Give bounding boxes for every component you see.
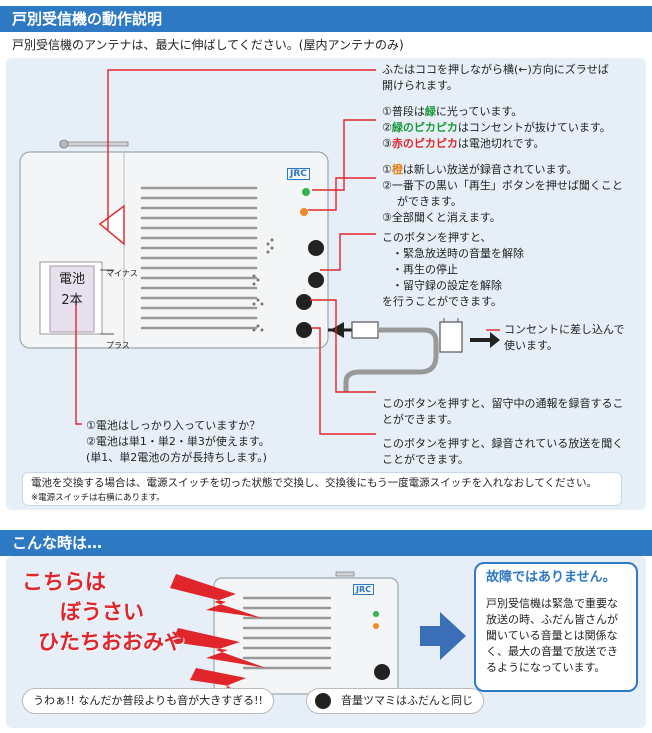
- loud-receiver-illustration: [170, 571, 466, 700]
- info-body-5: るようになっています。: [486, 661, 606, 674]
- cancel-note-3: ・再生の停止: [392, 263, 458, 276]
- orange-led-note-3: ③全部聞くと消えます。: [382, 211, 501, 224]
- orange-led-note-2: ②一番下の黒い「再生」ボタンを押せば聞くこと: [382, 179, 623, 192]
- plus-label: プラス: [106, 341, 130, 350]
- surprise-bubble: うわぁ!! なんだか普段よりも音が大きすぎる!!: [22, 688, 274, 714]
- record-note-1: このボタンを押すと、留守中の通報を録音するこ: [382, 397, 624, 410]
- led-orange: [300, 208, 308, 216]
- volume-knob-icon: [315, 693, 331, 709]
- outlet-note-1: コンセントに差し込んで: [504, 323, 625, 336]
- section1-title: 戸別受信機の動作説明: [0, 6, 652, 32]
- hw-button-record: [296, 294, 312, 310]
- minus-label: マイナス: [106, 269, 138, 278]
- battery-note-2: ②電池は単1・単2・単3が使えます。: [86, 435, 270, 448]
- antenna: [59, 141, 129, 147]
- cover-note-1: ふたはココを押しながら横(←)方向にズラせば: [382, 63, 609, 76]
- cancel-note-2: ・緊急放送時の音量を解除: [392, 247, 524, 260]
- outlet-note-2: 使います。: [504, 339, 558, 352]
- orange-led-note-2b: ができます。: [397, 195, 462, 208]
- cover-note-2: 開けられます。: [382, 79, 458, 92]
- battery-label-1: 電池: [58, 272, 85, 287]
- orange-led-note-1: ①橙は新しい放送が録音されています。: [382, 163, 578, 176]
- knob-note: 音量ツマミはふだんと同じ: [341, 694, 473, 707]
- info-box: 故障ではありません。 戸別受信機は緊急で重要な 放送の時、ふだん皆さんが 聞いて…: [474, 562, 638, 692]
- battery-note-1: ①電池はしっかり入っていますか？: [86, 419, 261, 432]
- battery-footnote-box: 電池を交換する場合は、電源スイッチを切った状態で交換し、交換後にもう一度電源スイ…: [22, 472, 622, 506]
- led-note-2: ②緑のピカピカはコンセントが抜けています。: [382, 121, 611, 134]
- battery-footnote-small: ※電源スイッチは右横にあります。: [31, 493, 165, 503]
- cover-latch: [98, 204, 125, 246]
- shout-line-2: ぼうさい: [60, 600, 144, 624]
- shout-line-3: ひたちおおみや: [38, 630, 185, 654]
- info-body-1: 戸別受信機は緊急で重要な: [486, 597, 618, 610]
- play-note-2: ことができます。: [382, 453, 469, 466]
- device-logo: JRC: [287, 168, 310, 180]
- record-note-2: とができます。: [382, 413, 458, 426]
- battery-compartment: [49, 265, 95, 333]
- antenna-intro: 戸別受信機のアンテナは、最大に伸ばしてください。(屋内アンテナのみ): [12, 38, 404, 52]
- hw-button-cancel: [308, 272, 324, 288]
- battery-label-2: 2本: [61, 293, 83, 308]
- cancel-note-5: を行うことができます。: [382, 295, 502, 308]
- led-note-3: ③赤のピカピカは電池切れです。: [382, 137, 545, 150]
- shout-line-1: こちらは: [22, 570, 106, 594]
- battery-footnote: 電池を交換する場合は、電源スイッチを切った状態で交換し、交換後にもう一度電源スイ…: [31, 477, 598, 489]
- knob-note-pill: 音量ツマミはふだんと同じ: [306, 688, 484, 714]
- battery-note-3: (単1、単2電池の方が長持ちします。): [86, 451, 267, 464]
- cancel-note-4: ・留守録の設定を解除: [392, 279, 502, 292]
- receiver-illustration: [19, 69, 500, 435]
- result-arrow-icon: [420, 612, 466, 660]
- play-note-1: このボタンを押すと、録音されている放送を聞く: [382, 437, 624, 450]
- device-logo-2: JRC: [353, 584, 375, 595]
- led-note-1: ①普段は緑に光っています。: [382, 105, 523, 118]
- section2-title: こんな時は…: [0, 530, 652, 556]
- hw-button-play: [296, 322, 312, 338]
- power-plug: [439, 321, 463, 353]
- info-body-4: く、最大の音量で放送でき: [486, 645, 618, 658]
- speaker-grille: [140, 186, 258, 330]
- info-title: 故障ではありません。: [486, 570, 616, 585]
- volume-knob: [308, 240, 324, 256]
- info-body-2: 放送の時、ふだん皆さんが: [486, 613, 618, 626]
- cancel-note-1: このボタンを押すと、: [382, 231, 492, 244]
- led-green: [302, 188, 310, 196]
- info-body-3: 聞いている音量とは関係な: [486, 629, 618, 642]
